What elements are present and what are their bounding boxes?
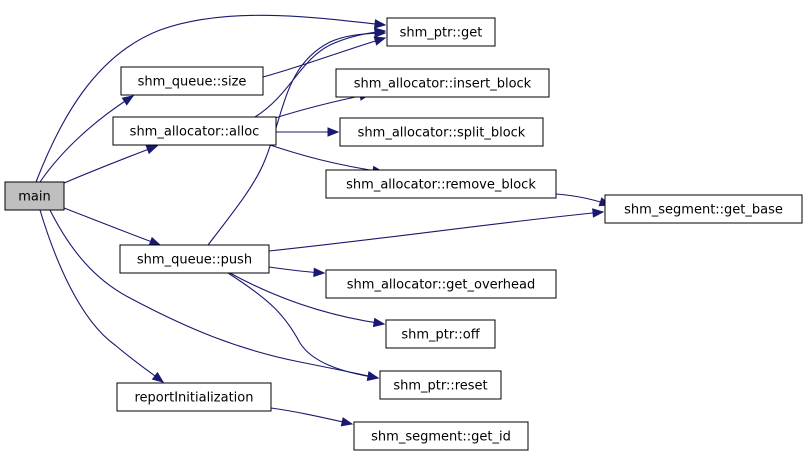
arrowhead [145,145,159,155]
node-box[interactable] [116,382,272,412]
node-box[interactable] [379,370,502,400]
node-box[interactable] [120,66,264,96]
node-label: shm_segment::get_id [371,430,511,445]
edge-line [227,272,379,379]
arrowhead [327,127,340,137]
node-box[interactable] [4,181,65,211]
node-label: main [18,190,50,205]
edge-line [262,37,386,78]
node-label: shm_queue::push [137,253,252,268]
edge-queue_push-to-ptr_get [207,28,387,246]
node-label: shm_ptr::get [400,26,483,41]
arrowhead [151,371,165,383]
node-ptr-get[interactable]: shm_ptr::get [386,17,496,47]
edge-queue_push-to-seg_get_base [268,208,605,252]
node-split-block[interactable]: shm_allocator::split_block [339,117,544,147]
edge-report_init-to-seg_get_id [270,407,354,427]
edge-line [63,145,158,184]
node-report-init[interactable]: reportInitialization [116,382,272,412]
nodes-layer: mainshm_queue::sizeshm_allocator::allocs… [4,17,803,451]
node-seg-get-base[interactable]: shm_segment::get_base [604,194,803,224]
edge-line [39,209,164,383]
edge-line [35,14,386,183]
node-box[interactable] [119,244,270,274]
node-alloc[interactable]: shm_allocator::alloc [112,116,277,146]
edge-line [63,207,161,246]
node-label: shm_allocator::get_overhead [347,278,535,293]
edge-line [268,211,604,252]
node-get-overhead[interactable]: shm_allocator::get_overhead [325,269,557,299]
arrowhead [592,208,605,218]
node-ptr-off[interactable]: shm_ptr::off [385,319,496,349]
edge-queue_size-to-ptr_get [262,36,387,78]
node-label: shm_allocator::alloc [130,125,260,140]
edge-queue_push-to-ptr_off [229,272,386,328]
node-box[interactable] [386,17,496,47]
node-box[interactable] [353,421,529,451]
edge-main-to-queue_size [39,95,135,183]
node-box[interactable] [325,169,557,199]
edge-main-to-report_init [39,209,165,383]
node-insert-block[interactable]: shm_allocator::insert_block [335,68,550,98]
arrowhead [148,236,162,246]
node-box[interactable] [385,319,496,349]
edge-main-to-queue_push [63,207,162,246]
arrowhead [121,95,135,106]
arrowhead [374,28,387,38]
edge-alloc-to-split_block [276,127,340,137]
node-box[interactable] [339,117,544,147]
node-label: reportInitialization [135,391,254,406]
edge-line [229,272,385,325]
node-seg-get-id[interactable]: shm_segment::get_id [353,421,529,451]
edge-queue_push-to-ptr_reset [227,272,380,381]
arrowhead [366,371,380,381]
node-remove-block[interactable]: shm_allocator::remove_block [325,169,557,199]
edge-main-to-alloc [63,145,159,184]
edge-line [207,32,386,246]
node-label: shm_allocator::split_block [358,126,526,141]
node-queue-size[interactable]: shm_queue::size [120,66,264,96]
edge-line [39,95,134,183]
node-box[interactable] [335,68,550,98]
arrowhead [374,19,387,29]
edge-remove_block-to-seg_get_base [555,193,612,207]
arrowhead [372,317,386,328]
edge-main-to-ptr_get [35,14,387,183]
node-queue-push[interactable]: shm_queue::push [119,244,270,274]
node-label: shm_allocator::remove_block [346,178,536,193]
node-box[interactable] [604,194,803,224]
node-label: shm_ptr::off [401,328,480,343]
arrowhead [373,36,387,46]
edge-line [269,144,384,173]
node-label: shm_allocator::insert_block [354,77,532,92]
node-ptr-reset[interactable]: shm_ptr::reset [379,370,502,400]
edge-queue_push-to-get_overhead [268,266,326,278]
edge-line [271,93,371,120]
edge-line [49,209,379,379]
arrowhead [313,267,326,278]
node-label: shm_queue::size [138,75,247,90]
node-box[interactable] [325,269,557,299]
node-label: shm_segment::get_base [624,203,783,218]
node-main[interactable]: main [4,181,65,211]
node-box[interactable] [112,116,277,146]
node-label: shm_ptr::reset [393,379,487,394]
arrowhead [340,417,354,427]
edge-line [270,407,353,425]
